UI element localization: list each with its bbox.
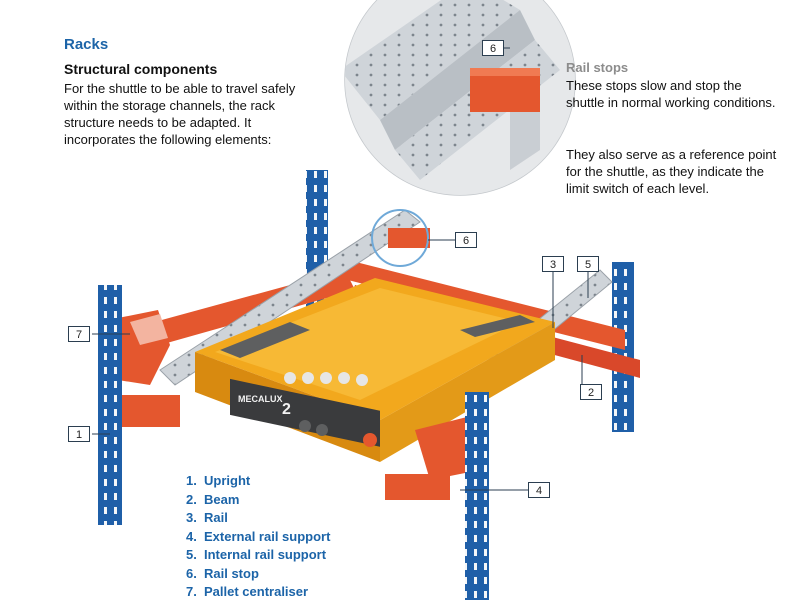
callout-rail: 3: [542, 256, 564, 272]
rail-stops-paragraph-2: They also serve as a reference point for…: [566, 147, 777, 196]
legend-item: 5.Internal rail support: [186, 547, 327, 562]
callout-upright: 1: [68, 426, 90, 442]
external-rail-support-right: [415, 415, 480, 480]
intro-paragraph: For the shuttle to be able to travel saf…: [64, 81, 296, 147]
callout-pallet-centraliser: 7: [68, 326, 90, 342]
external-rail-support-left: [115, 395, 180, 427]
rail-stop-zoom-view: [344, 0, 576, 196]
callout-rail-stop: 6: [455, 232, 477, 248]
rail-stop: [388, 228, 430, 248]
callout-external-rail-support: 4: [528, 482, 550, 498]
callout-lines: [92, 47, 589, 491]
legend-item: 2.Beam: [186, 491, 240, 507]
component-legend: 1.Upright 2.Beam 3.Rail 4.External rail …: [186, 472, 330, 602]
rail-stop-highlight: [371, 209, 429, 267]
rail-stops-paragraph-1: These stops slow and stop the shuttle in…: [566, 78, 776, 110]
shuttle-brand: MECALUX: [238, 394, 283, 404]
upright-front-right: [465, 392, 489, 600]
rail-stops-title: Rail stops: [566, 60, 629, 75]
callout-beam: 2: [580, 384, 602, 400]
callout-rail-stop-zoom: 6: [482, 40, 504, 56]
callout-internal-rail-support: 5: [577, 256, 599, 272]
shuttle-number: 2: [282, 401, 291, 418]
page-title: Racks: [64, 36, 109, 53]
upright-front-left: [98, 285, 122, 525]
legend-item: 6.Rail stop: [186, 565, 259, 581]
legend-item: 4.External rail support: [186, 528, 331, 544]
legend-item: 3.Rail: [186, 510, 228, 525]
legend-item: 1.Upright: [186, 473, 251, 488]
section-subtitle: Structural components: [64, 61, 218, 77]
legend-item: 7.Pallet centraliser: [186, 584, 309, 599]
